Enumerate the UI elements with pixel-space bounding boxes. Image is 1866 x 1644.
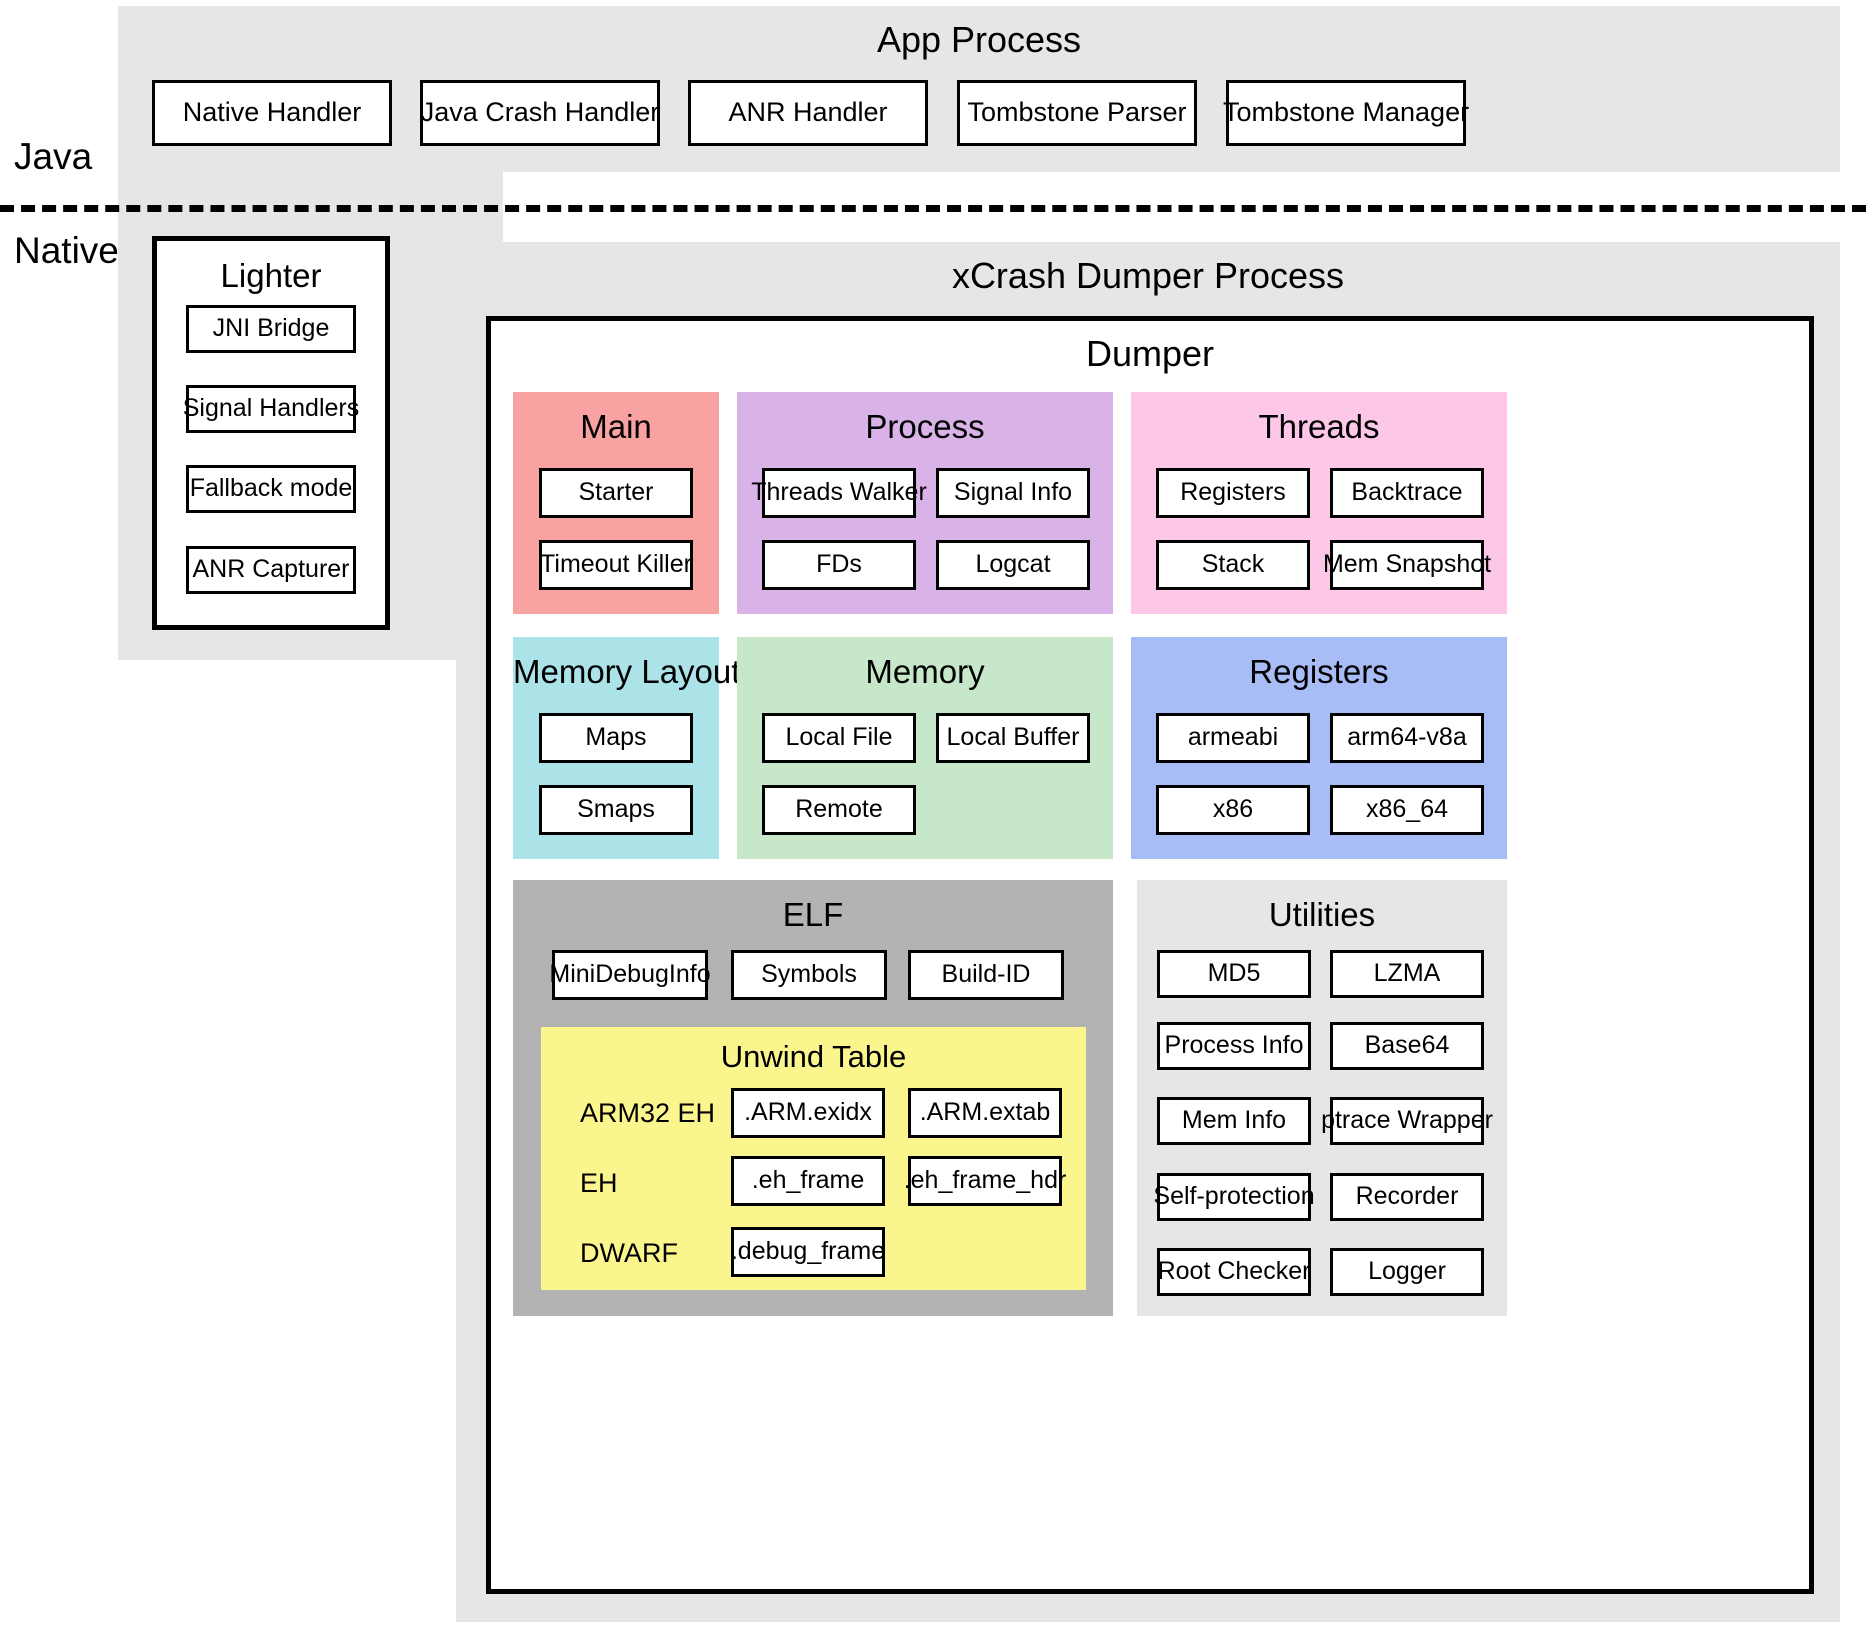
app-process-title: App Process — [876, 19, 1082, 60]
node-anr-capturer[interactable]: ANR Capturer — [186, 546, 356, 594]
node-x86[interactable]: x86 — [1156, 785, 1310, 835]
node-eh-frame[interactable]: .eh_frame — [731, 1156, 885, 1206]
node-timeout-killer[interactable]: Timeout Killer — [539, 540, 693, 590]
node-remote[interactable]: Remote — [762, 785, 916, 835]
group-process-title: Process — [865, 408, 985, 445]
node-local-file[interactable]: Local File — [762, 713, 916, 763]
node-arm64-v8a[interactable]: arm64-v8a — [1330, 713, 1484, 763]
node-stack[interactable]: Stack — [1156, 540, 1310, 590]
node-anr-handler[interactable]: ANR Handler — [688, 80, 928, 146]
group-elf-title: ELF — [782, 896, 844, 933]
node-threads-walker[interactable]: Threads Walker — [751, 468, 927, 518]
node-tombstone-parser[interactable]: Tombstone Parser — [957, 80, 1197, 146]
node-logcat[interactable]: Logcat — [936, 540, 1090, 590]
group-memory-layout-title: Memory Layout — [513, 653, 741, 690]
node-base64[interactable]: Base64 — [1330, 1022, 1484, 1070]
node-maps[interactable]: Maps — [539, 713, 693, 763]
node-minidebuginfo[interactable]: MiniDebugInfo — [549, 950, 711, 1000]
node-armeabi[interactable]: armeabi — [1156, 713, 1310, 763]
node-build-id[interactable]: Build-ID — [908, 950, 1064, 1000]
node-logger[interactable]: Logger — [1330, 1248, 1484, 1296]
node-self-protection[interactable]: Self-protection — [1153, 1173, 1315, 1221]
node-fallback-mode[interactable]: Fallback mode — [186, 465, 356, 513]
node-native-handler[interactable]: Native Handler — [152, 80, 392, 146]
group-registers-title: Registers — [1249, 653, 1389, 690]
node-signal-info[interactable]: Signal Info — [936, 468, 1090, 518]
group-threads-title: Threads — [1258, 408, 1380, 445]
lighter-title: Lighter — [220, 257, 322, 294]
node-fds[interactable]: FDs — [762, 540, 916, 590]
group-main-title: Main — [580, 408, 652, 445]
node-mem-info[interactable]: Mem Info — [1157, 1097, 1311, 1145]
node-process-info[interactable]: Process Info — [1157, 1022, 1311, 1070]
node-starter[interactable]: Starter — [539, 468, 693, 518]
layer-label-native: Native — [14, 230, 119, 271]
node-lzma[interactable]: LZMA — [1330, 950, 1484, 998]
node-smaps[interactable]: Smaps — [539, 785, 693, 835]
node-backtrace[interactable]: Backtrace — [1330, 468, 1484, 518]
node-x86-64[interactable]: x86_64 — [1330, 785, 1484, 835]
group-unwind-table-title: Unwind Table — [720, 1039, 907, 1074]
xcrash-dumper-process-title: xCrash Dumper Process — [951, 255, 1345, 296]
node-tombstone-manager[interactable]: Tombstone Manager — [1223, 80, 1469, 146]
node-eh-frame-hdr[interactable]: .eh_frame_hdr — [904, 1156, 1066, 1206]
unwind-row-label-arm32-eh: ARM32 EH — [580, 1098, 716, 1128]
node-md5[interactable]: MD5 — [1157, 950, 1311, 998]
group-memory-title: Memory — [865, 653, 985, 690]
node-ptrace-wrapper[interactable]: ptrace Wrapper — [1321, 1097, 1493, 1145]
node-signal-handlers[interactable]: Signal Handlers — [183, 385, 359, 433]
node-debug-frame[interactable]: .debug_frame — [731, 1227, 885, 1277]
node-local-buffer[interactable]: Local Buffer — [936, 713, 1090, 763]
node-jni-bridge[interactable]: JNI Bridge — [186, 305, 356, 353]
group-utilities-title: Utilities — [1268, 896, 1376, 933]
node-root-checker[interactable]: Root Checker — [1157, 1248, 1311, 1296]
node-arm-extab[interactable]: .ARM.extab — [908, 1088, 1062, 1138]
node-thread-registers[interactable]: Registers — [1156, 468, 1310, 518]
node-arm-exidx[interactable]: .ARM.exidx — [731, 1088, 885, 1138]
layer-label-java: Java — [14, 136, 93, 177]
node-symbols[interactable]: Symbols — [731, 950, 887, 1000]
node-recorder[interactable]: Recorder — [1330, 1173, 1484, 1221]
node-mem-snapshot[interactable]: Mem Snapshot — [1323, 540, 1491, 590]
unwind-row-label-eh: EH — [580, 1168, 618, 1198]
java-native-divider — [0, 205, 1866, 212]
unwind-row-label-dwarf: DWARF — [580, 1238, 678, 1268]
dumper-title: Dumper — [1085, 333, 1215, 374]
node-java-crash-handler[interactable]: Java Crash Handler — [420, 80, 660, 146]
